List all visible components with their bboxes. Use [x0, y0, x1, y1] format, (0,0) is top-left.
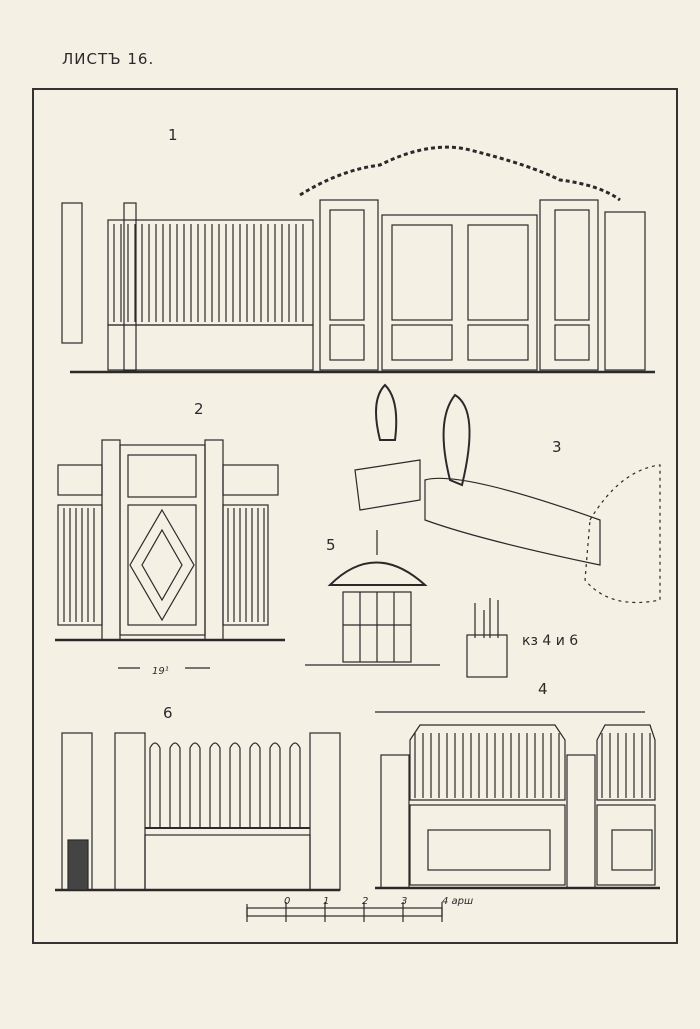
post-detail-drawing	[466, 598, 508, 678]
figure-5-well-pavilion	[305, 530, 440, 666]
fence-bar	[189, 742, 201, 828]
figure-1-fence-with-gates	[61, 145, 655, 374]
figure-6-iron-fence	[55, 732, 341, 892]
fence-bar	[249, 742, 261, 828]
fence-bar	[169, 742, 181, 828]
scale-tick-1: 1	[323, 896, 329, 907]
fence-bar	[229, 742, 241, 828]
fence-bar	[289, 742, 301, 828]
gate-width-dimension: 19¹	[152, 666, 169, 677]
scale-tick-2: 2	[362, 896, 368, 907]
figure-4-fence-with-pillars	[375, 711, 660, 890]
figure-5-label: 5	[326, 536, 336, 554]
plate-frame	[32, 88, 678, 944]
fence-bar	[149, 742, 161, 828]
figure-4-label: 4	[538, 680, 548, 698]
page-title: ЛИСТЪ 16.	[62, 50, 155, 68]
scale-tick-3: 3	[401, 896, 407, 907]
figure-1-label: 1	[168, 126, 178, 144]
figure-2-garden-gate	[55, 439, 285, 669]
fence-bar	[269, 742, 281, 828]
figure-6-label: 6	[163, 704, 173, 722]
figure-3-garden-wall-perspective	[354, 383, 661, 604]
fence-bar	[209, 742, 221, 828]
scale-bar	[246, 902, 443, 922]
figure-3-label: 3	[552, 438, 562, 456]
scale-end-label: 4 арш	[442, 896, 473, 907]
post-detail-note: кз 4 и 6	[522, 633, 578, 649]
scale-tick-0: 0	[284, 896, 290, 907]
figure-2-label: 2	[194, 400, 204, 418]
